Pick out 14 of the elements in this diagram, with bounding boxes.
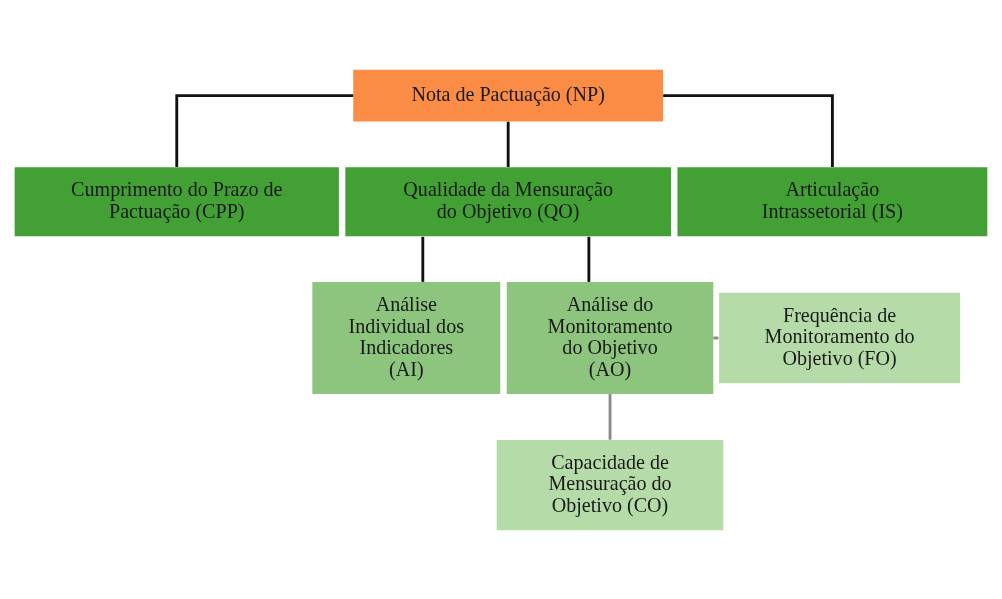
node-box: Análise do Monitoramento do Objetivo (AO) bbox=[506, 281, 714, 394]
connector bbox=[421, 236, 425, 282]
connector bbox=[175, 93, 354, 167]
node-box: Qualidade da Mensuração do Objetivo (QO) bbox=[345, 166, 671, 236]
node-box: Nota de Pactuação (NP) bbox=[353, 69, 664, 121]
node-box: Cumprimento do Prazo de Pactuação (CPP) bbox=[14, 166, 339, 236]
connector bbox=[587, 236, 591, 282]
node-box: Análise Individual dos Indicadores (AI) bbox=[312, 281, 501, 394]
node-box: Capacidade de Mensuração do Objetivo (CO) bbox=[496, 439, 724, 530]
node-box: Frequência de Monitoramento do Objetivo (FO) bbox=[719, 292, 961, 383]
connector bbox=[608, 393, 612, 440]
connector bbox=[663, 93, 834, 167]
node-box: Articulação Intrassetorial (IS) bbox=[677, 166, 988, 236]
connector bbox=[506, 121, 510, 167]
